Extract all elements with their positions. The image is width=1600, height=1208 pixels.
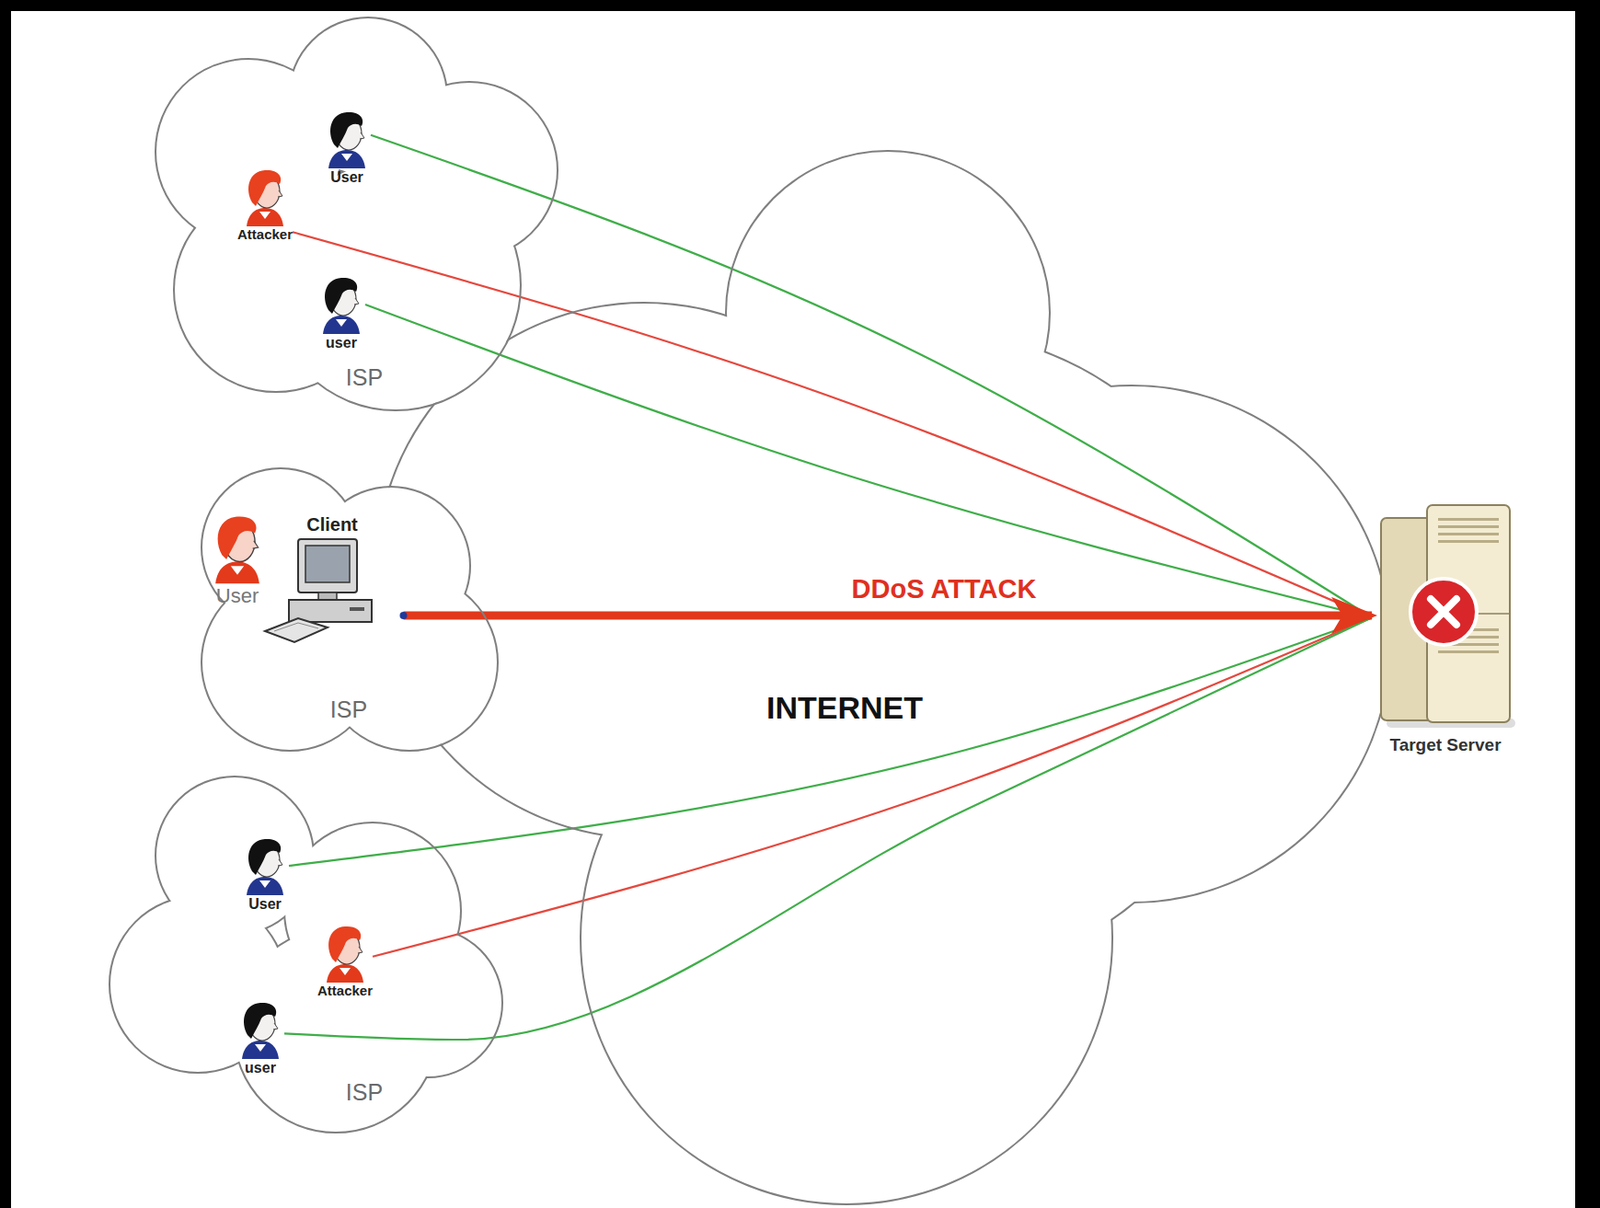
- attacker-icon: Attacker: [317, 921, 373, 1000]
- cloud-label: ISP: [330, 695, 368, 724]
- user-icon: User: [322, 107, 371, 186]
- internet-cloud: INTERNET: [377, 147, 1390, 1204]
- cloud-outline: [377, 147, 1390, 1204]
- person-icon: [322, 107, 371, 169]
- person-label: User: [216, 584, 259, 609]
- connector: [365, 304, 1372, 618]
- connector: [292, 231, 1372, 618]
- user-icon: user: [317, 273, 366, 352]
- person-icon: [317, 273, 366, 334]
- person-label: user: [325, 333, 357, 352]
- target-server: Target Server: [1371, 499, 1520, 757]
- server-icon: [1371, 499, 1520, 730]
- attacker-icon: Attacker: [237, 165, 293, 243]
- cloud-label: ISP: [345, 363, 383, 392]
- person-label: User: [248, 895, 282, 913]
- person-label: Attacker: [237, 226, 293, 243]
- person-label: Attacker: [317, 982, 373, 1000]
- connector: [370, 135, 1372, 618]
- cloud-label: INTERNET: [766, 689, 923, 727]
- cloud-label: ISP: [345, 1078, 383, 1106]
- user-icon: User: [208, 510, 266, 609]
- person-icon: [321, 921, 369, 983]
- cloud-outline: [138, 13, 557, 419]
- person-icon: [241, 834, 289, 896]
- server-label: Target Server: [1389, 735, 1501, 757]
- arrow-start-dot: [400, 611, 408, 620]
- user-icon: user: [236, 998, 285, 1077]
- connector: [284, 617, 1372, 1040]
- isp-cloud: ISP UserAttacker user: [96, 772, 502, 1137]
- person-label: User: [330, 168, 364, 186]
- person-icon: [208, 510, 266, 585]
- isp-cloud: ISP User Client: [179, 446, 502, 764]
- person-label: user: [244, 1058, 277, 1077]
- user-icon: User: [241, 834, 289, 913]
- attack-label: DDoS ATTACK: [847, 573, 1042, 606]
- client-label: Client: [306, 513, 358, 536]
- person-icon: [241, 165, 289, 227]
- connector: [403, 610, 1373, 620]
- cloud-outline: [96, 772, 502, 1137]
- person-icon: [236, 998, 285, 1059]
- isp-cloud: ISP UserAttacker user: [138, 13, 557, 419]
